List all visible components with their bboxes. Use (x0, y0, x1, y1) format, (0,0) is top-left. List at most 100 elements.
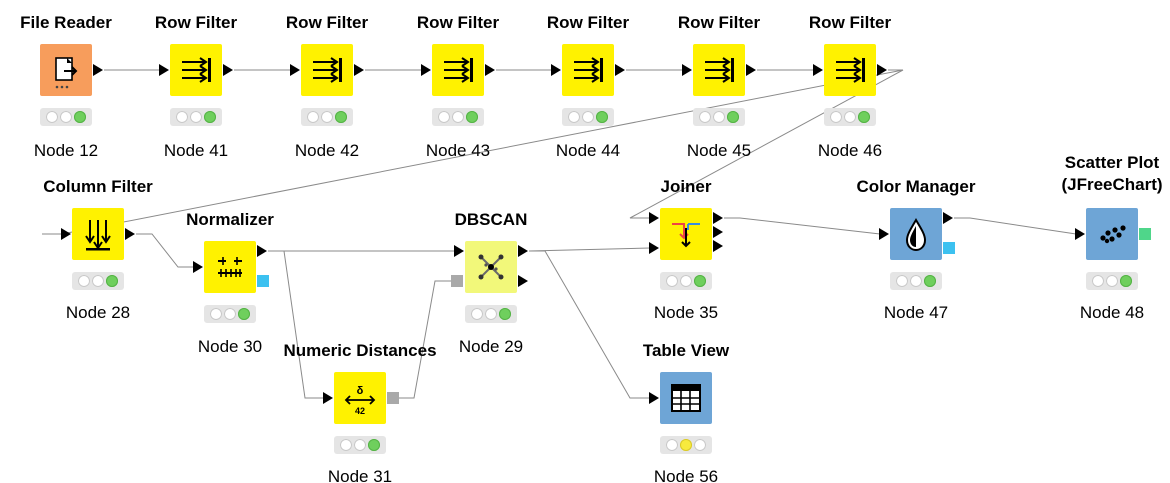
node-status-indicator (1086, 272, 1138, 290)
status-light-off (713, 111, 725, 123)
column-filter-node-body[interactable] (72, 208, 124, 260)
status-light-yellow (680, 439, 692, 451)
model-output-port[interactable] (387, 392, 399, 404)
row-filter-icon (836, 57, 865, 83)
node-status-indicator (660, 272, 712, 290)
node-status-indicator (334, 436, 386, 454)
wire-n29-n56[interactable] (529, 250, 650, 399)
node-title: Joiner (660, 177, 712, 196)
output-port[interactable] (223, 64, 233, 76)
status-light-off (321, 111, 333, 123)
input-port[interactable] (454, 245, 464, 257)
node-title: Row Filter (808, 13, 892, 32)
input-port[interactable] (649, 392, 659, 404)
dbscan-icon (478, 254, 504, 280)
row-filter-node-body[interactable] (824, 44, 876, 96)
input-port[interactable] (159, 64, 169, 76)
output-port[interactable] (257, 245, 267, 257)
input-port[interactable] (649, 242, 659, 254)
wire-n47-n48[interactable] (954, 217, 1077, 235)
color-model-output-port[interactable] (257, 275, 269, 287)
row-filter-node-body[interactable] (693, 44, 745, 96)
status-light-green (1120, 275, 1132, 287)
output-port[interactable] (615, 64, 625, 76)
input-port[interactable] (551, 64, 561, 76)
status-light-off (568, 111, 580, 123)
file-reader-icon (55, 57, 78, 89)
file-reader-node-body[interactable] (40, 44, 92, 96)
output-port[interactable] (713, 212, 723, 224)
input-port[interactable] (1075, 228, 1085, 240)
node-title: Row Filter (677, 13, 761, 32)
row-filter-node-body[interactable] (170, 44, 222, 96)
node-status-indicator (693, 108, 745, 126)
status-light-off (176, 111, 188, 123)
input-port[interactable] (813, 64, 823, 76)
node-title: Row Filter (416, 13, 500, 32)
wire-n35-n47[interactable] (724, 217, 881, 235)
status-light-off (307, 111, 319, 123)
status-light-off (60, 111, 72, 123)
input-port[interactable] (193, 261, 203, 273)
svg-text:δ: δ (357, 385, 364, 397)
output-port[interactable] (125, 228, 135, 240)
color-manager-node-body[interactable] (890, 208, 942, 260)
wire-n28-n30[interactable] (136, 233, 194, 268)
row-filter-icon (574, 57, 603, 83)
node-status-indicator (890, 272, 942, 290)
node-title-line: Scatter Plot (1064, 153, 1160, 172)
row-filter-node-body[interactable] (301, 44, 353, 96)
input-port[interactable] (290, 64, 300, 76)
normalizer-node-body[interactable] (204, 241, 256, 293)
input-port[interactable] (61, 228, 71, 240)
output-port[interactable] (485, 64, 495, 76)
status-light-off (210, 308, 222, 320)
output-port[interactable] (877, 64, 887, 76)
status-light-off (438, 111, 450, 123)
table-view-node-body[interactable] (660, 372, 712, 424)
node-id-label: Node 29 (458, 337, 524, 356)
output-port[interactable] (93, 64, 103, 76)
wire-n46-n35[interactable] (629, 69, 904, 219)
node-status-indicator (562, 108, 614, 126)
node-id-label: Node 56 (653, 467, 719, 483)
node-status-indicator (301, 108, 353, 126)
wire-n30-n31[interactable] (268, 250, 324, 399)
input-port[interactable] (323, 392, 333, 404)
output-port[interactable] (746, 64, 756, 76)
output-port[interactable] (518, 275, 528, 287)
input-port[interactable] (879, 228, 889, 240)
status-light-green (924, 275, 936, 287)
row-filter-node-body[interactable] (432, 44, 484, 96)
node-status-indicator (432, 108, 484, 126)
wire-n31-n29[interactable] (396, 280, 451, 399)
color-model-output-port[interactable] (943, 242, 955, 254)
status-light-off (582, 111, 594, 123)
color-manager-icon (905, 218, 927, 252)
model-input-port[interactable] (451, 275, 463, 287)
node-id-label: Node 45 (686, 141, 752, 160)
wire-n29-n35[interactable] (528, 247, 651, 252)
output-port[interactable] (943, 212, 953, 224)
output-port[interactable] (354, 64, 364, 76)
input-port[interactable] (421, 64, 431, 76)
node-id-label: Node 44 (555, 141, 621, 160)
output-port[interactable] (518, 245, 528, 257)
scatter-plot-node-body[interactable] (1086, 208, 1138, 260)
joiner-node-body[interactable] (660, 208, 712, 260)
node-title: Table View (642, 341, 730, 360)
output-port[interactable] (713, 240, 723, 252)
node-status-indicator (170, 108, 222, 126)
dbscan-node-body[interactable] (465, 241, 517, 293)
node-status-indicator (40, 108, 92, 126)
row-filter-node-body[interactable] (562, 44, 614, 96)
input-port[interactable] (682, 64, 692, 76)
status-light-off (666, 439, 678, 451)
node-id-label: Node 31 (327, 467, 393, 483)
input-port[interactable] (649, 212, 659, 224)
image-output-port[interactable] (1139, 228, 1151, 240)
status-light-green (204, 111, 216, 123)
output-port[interactable] (713, 226, 723, 238)
